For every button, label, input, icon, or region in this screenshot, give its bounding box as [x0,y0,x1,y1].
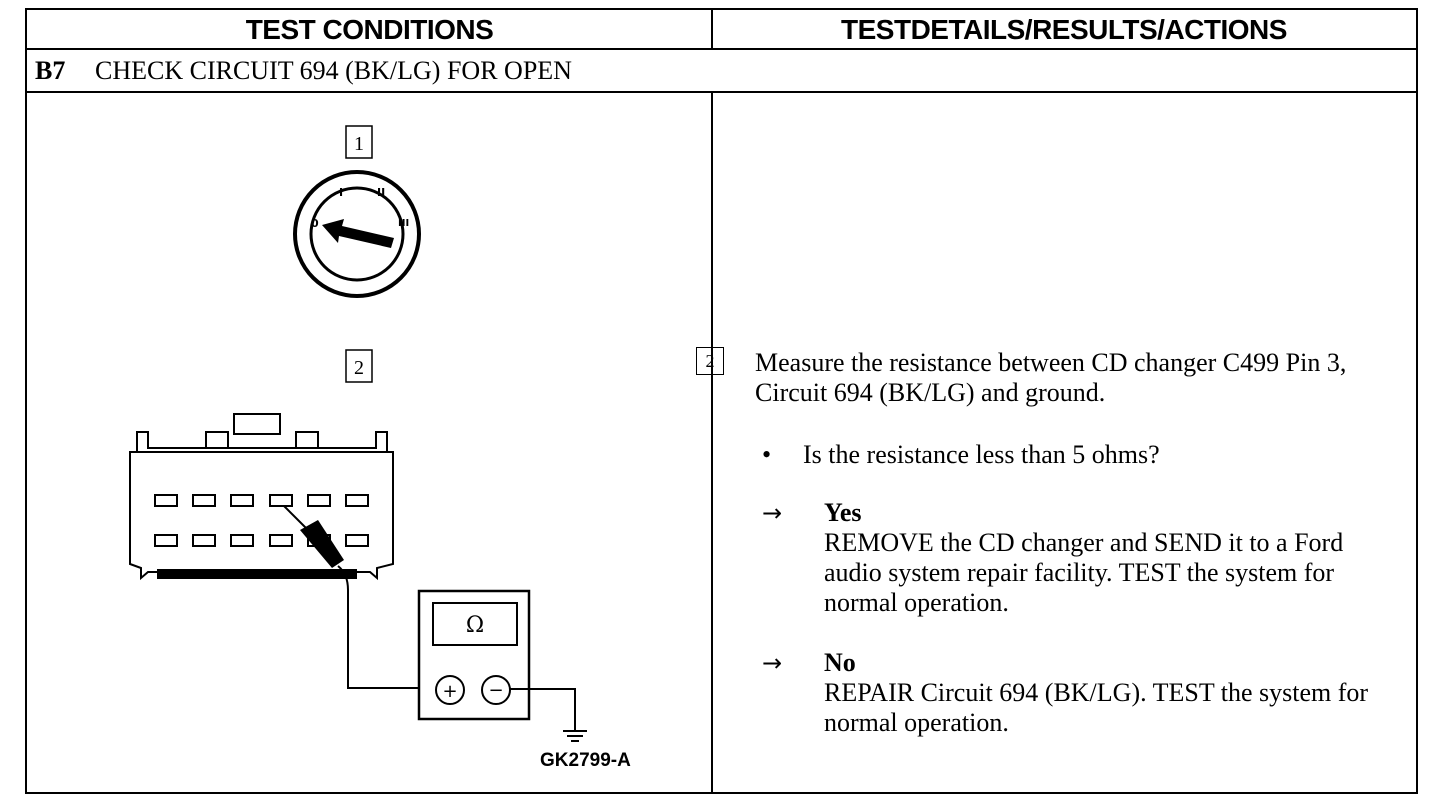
yes-label: Yes [824,498,862,527]
step-id: B7 [35,56,66,85]
callout-box-1 [345,125,373,159]
switch-pos-0: 0 [311,217,319,230]
callout-box-2 [345,349,373,383]
ohm-symbol: Ω [466,613,484,638]
test-table: TEST CONDITIONS TESTDETAILS/RESULTS/ACTI… [25,8,1418,794]
switch-pos-3: III [398,218,409,229]
header-rule [27,48,1416,50]
switch-pos-2: II [377,186,385,199]
step-title: CHECK CIRCUIT 694 (BK/LG) FOR OPEN [95,56,572,85]
header-test-conditions: TEST CONDITIONS [245,14,494,45]
resistance-question: Is the resistance less than 5 ohms? [803,440,1160,469]
callout-1-label: 1 [354,133,364,155]
switch-pos-1: I [339,186,343,199]
meter-minus-label: − [488,680,503,701]
callout-2-label: 2 [354,357,364,379]
step-row: B7 CHECK CIRCUIT 694 (BK/LG) FOR OPEN [27,50,1416,92]
yes-arrow-icon: → [762,499,783,527]
meter-plus-label: + [442,681,457,702]
meter-probe-icon [283,505,430,689]
no-arrow-icon: → [762,649,783,677]
ground-icon [510,688,587,742]
test-conditions-diagram: 1 0 I II III 2 [129,125,587,742]
connector-c499-icon [129,413,394,581]
ohmmeter-icon: Ω + − [417,589,531,721]
header-divider [711,10,713,50]
detail-step-number: 2 [696,347,724,375]
bullet-icon: • [762,440,772,469]
yes-action: REMOVE the CD changer and SEND it to a F… [824,528,1344,617]
step-rule [27,91,1416,93]
header-test-details: TESTDETAILS/RESULTS/ACTIONS [841,14,1287,45]
measurement-instruction: Measure the resistance between CD change… [755,348,1347,407]
column-divider [711,91,713,794]
ignition-switch-icon: 0 I II III [293,170,421,298]
no-action: REPAIR Circuit 694 (BK/LG). TEST the sys… [824,678,1369,737]
figure-code: GK2799-A [540,750,631,771]
switch-arrow-icon [322,219,394,248]
no-label: No [824,648,856,677]
